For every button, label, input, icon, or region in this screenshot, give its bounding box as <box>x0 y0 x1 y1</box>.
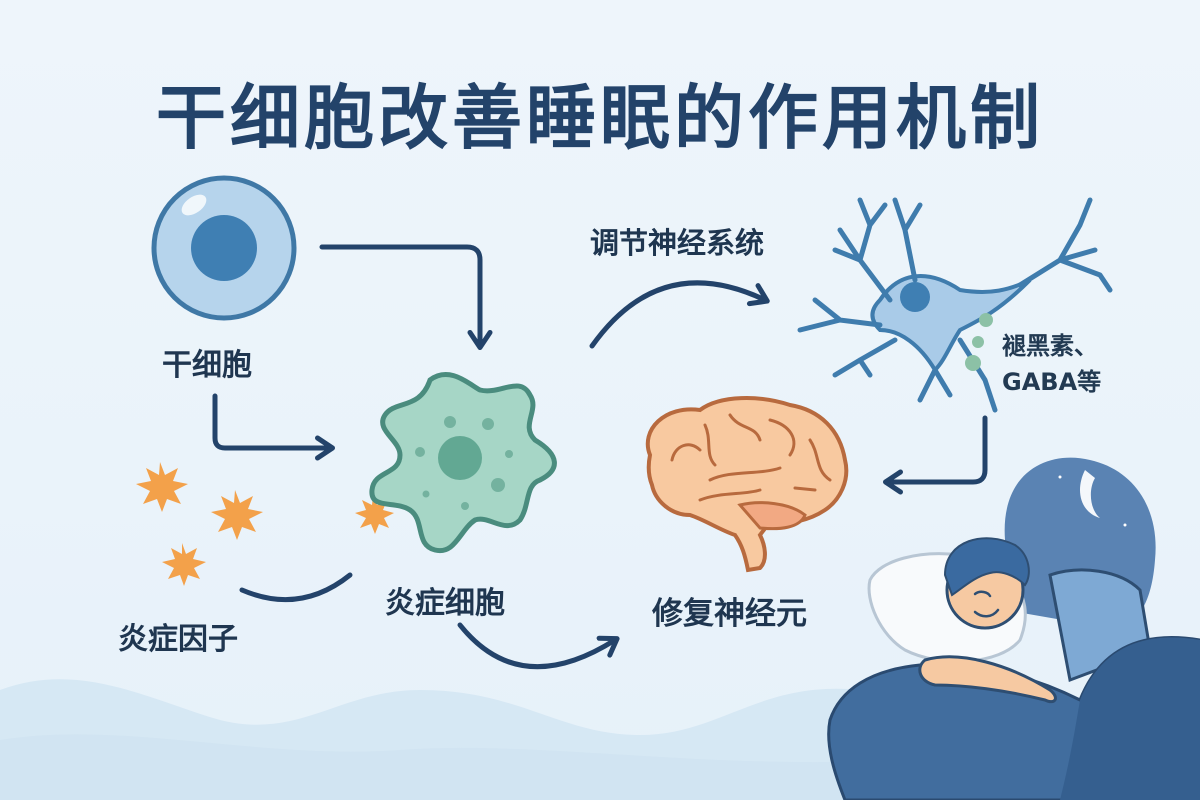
neurotransmitters-label: 褪黑素、 GABA等 <box>1002 328 1101 400</box>
arrow-factor-curve <box>239 572 353 603</box>
neurotransmitters-line2: GABA等 <box>1002 368 1102 396</box>
repair-neurons-label: 修复神经元 <box>652 596 807 632</box>
crescent-moon-icon <box>1080 470 1100 518</box>
neurotransmitters-line1: 褪黑素、 <box>1002 332 1098 360</box>
stem-cell-icon <box>151 175 297 321</box>
inflammatory-cell-icon <box>369 372 557 554</box>
page-title: 干细胞改善睡眠的作用机制 <box>156 77 1044 159</box>
sleeping-person-illustration <box>827 457 1200 800</box>
arrow-neuron-to-brain <box>883 415 988 495</box>
neurotransmitter-dots <box>965 313 993 371</box>
inflammatory-factor-icons <box>136 462 394 586</box>
arrow-stem-to-inflam-top <box>319 244 493 350</box>
brain-icon <box>646 396 849 573</box>
stem-cell-label: 干细胞 <box>162 348 252 383</box>
regulate-nervous-system-label: 调节神经系统 <box>590 226 765 260</box>
arrow-inflam-to-repair <box>457 622 620 670</box>
arrow-to-nervous-system <box>589 280 770 349</box>
inflammatory-cell-label: 炎症细胞 <box>385 586 505 621</box>
neuron-nucleus <box>900 282 930 312</box>
inflammatory-factor-label: 炎症因子 <box>118 622 238 657</box>
arrow-stem-to-inflam-left <box>212 393 335 461</box>
